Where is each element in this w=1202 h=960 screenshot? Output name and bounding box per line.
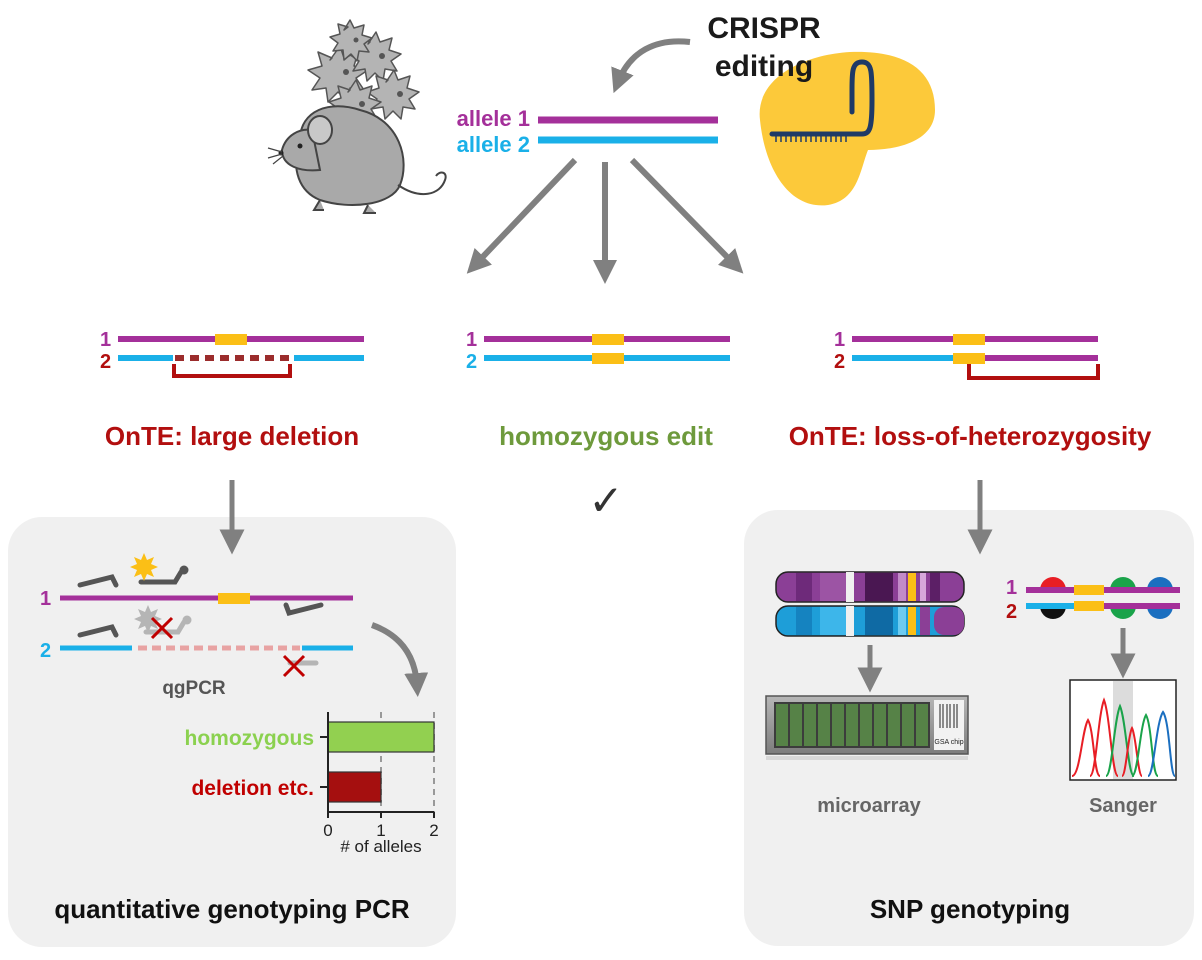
qgpcr-method-label: qgPCR xyxy=(162,678,226,699)
loh-title: OnTE: loss-of-heterozygosity xyxy=(789,421,1152,451)
edit-site xyxy=(215,334,247,345)
cross-icon xyxy=(150,616,174,640)
qgpcr-panel-title: quantitative genotyping PCR xyxy=(54,894,410,924)
left-num-2: 2 xyxy=(100,351,111,373)
arrow-to-loh xyxy=(629,157,744,274)
outcome-loh: 1 2 OnTE: loss-of-heterozygosity xyxy=(789,329,1152,451)
mouse-icon xyxy=(267,105,447,214)
crispr-to-alleles-arrow xyxy=(611,38,691,94)
sanger-chromatogram-icon xyxy=(1069,679,1177,781)
mid-num-2: 2 xyxy=(466,351,477,373)
allele-count-bar-chart: 0 1 2 homozygous deletion etc. # of alleles xyxy=(185,712,439,856)
crispr-editing-label-line2: editing xyxy=(715,50,813,83)
chromosome-pair-icon xyxy=(775,571,965,637)
chart-category-label: deletion etc. xyxy=(191,777,314,800)
chip-label: GSA chip xyxy=(934,739,963,746)
qgpcr-num-2: 2 xyxy=(40,640,51,662)
sanger-label: Sanger xyxy=(1089,795,1157,817)
sanger-num-1: 1 xyxy=(1006,577,1017,599)
right-num-1: 1 xyxy=(834,329,845,351)
chart-bar xyxy=(327,771,382,803)
arrow-to-large-deletion xyxy=(466,157,578,274)
chart-x-axis-label: # of alleles xyxy=(340,837,421,856)
cas9-guide-rna-icon xyxy=(759,51,935,206)
snp-panel-title: SNP genotyping xyxy=(870,894,1070,924)
microarray-label: microarray xyxy=(817,795,921,817)
qgpcr-num-1: 1 xyxy=(40,588,51,610)
chart-x-tick-label: 1 xyxy=(376,821,385,840)
deletion-bracket xyxy=(172,364,292,378)
chart-ticks: 0 1 2 xyxy=(320,736,439,840)
cross-icon xyxy=(282,654,306,678)
outcome-homozygous: 1 2 homozygous edit ✓ xyxy=(466,329,730,524)
left-num-1: 1 xyxy=(100,329,111,351)
loh-bracket xyxy=(967,364,1100,380)
mid-num-1: 1 xyxy=(466,329,477,351)
check-mark-icon: ✓ xyxy=(588,477,623,524)
chart-x-tick-label: 0 xyxy=(323,821,332,840)
qgpcr-to-chart-arrow xyxy=(370,622,429,697)
sanger-allele-diagram: 1 2 xyxy=(1006,577,1180,623)
microarray-chip-icon: GSA chip xyxy=(765,695,969,760)
outcome-large-deletion: 1 2 OnTE: large deletion xyxy=(100,329,364,451)
right-num-2: 2 xyxy=(834,351,845,373)
allele-2-label: allele 2 xyxy=(457,132,530,157)
chart-category-labels: homozygous deletion etc. xyxy=(185,727,315,800)
large-deletion-title: OnTE: large deletion xyxy=(105,421,359,451)
sanger-num-2: 2 xyxy=(1006,601,1017,623)
chart-x-tick-label: 2 xyxy=(429,821,438,840)
qgpcr-panel-background xyxy=(8,517,456,947)
chart-bar xyxy=(327,721,435,753)
chart-category-label: homozygous xyxy=(185,727,315,750)
chart-bars xyxy=(327,721,435,803)
homozygous-title: homozygous edit xyxy=(499,421,713,451)
allele-1-label: allele 1 xyxy=(457,106,530,131)
qgpcr-diagram: 1 2 qgPCR xyxy=(40,553,429,699)
fluorophore-burst-icon xyxy=(130,553,158,581)
crispr-editing-label-line1: CRISPR xyxy=(707,12,821,45)
